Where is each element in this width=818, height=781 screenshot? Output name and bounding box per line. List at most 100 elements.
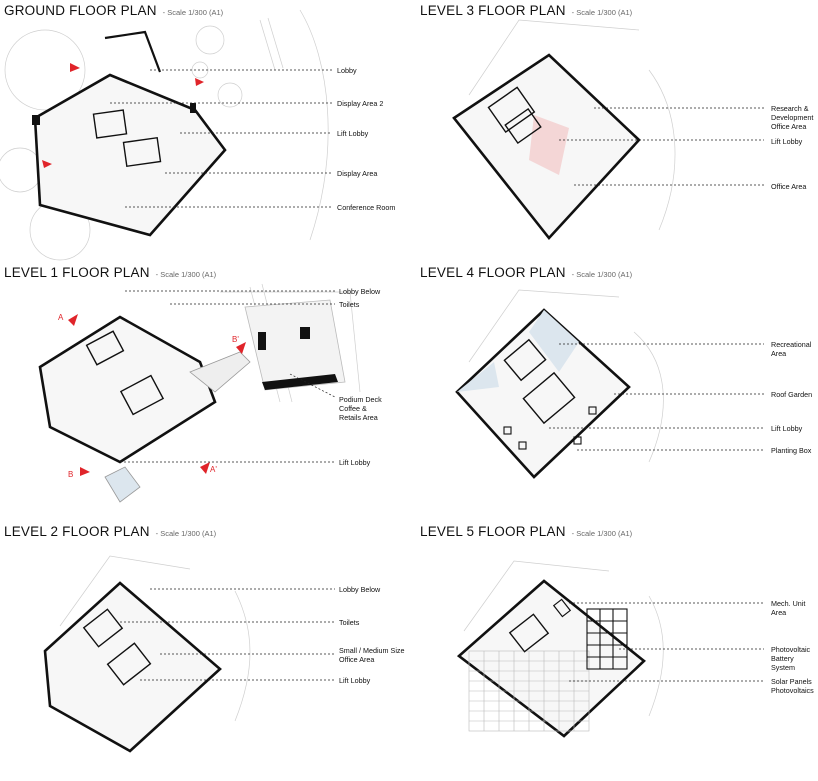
site-context	[59, 555, 251, 722]
floor-plan-drawing	[452, 19, 764, 241]
plan-name: LEVEL 2 FLOOR PLAN	[4, 524, 150, 539]
room-label: Toilets	[339, 300, 360, 309]
section-mark-b: B	[68, 470, 73, 479]
room-label: Planting Box	[771, 446, 812, 455]
plan-scale: - Scale 1/300 (A1)	[571, 8, 633, 17]
floor-plan-drawing	[43, 555, 335, 753]
exterior-wall	[455, 308, 631, 479]
room-label: Recreational Area	[771, 340, 812, 358]
mech-unit-wall	[508, 613, 550, 653]
planting-boxes	[503, 406, 597, 450]
room-label: Lobby Below	[339, 585, 381, 594]
plan-scale: - Scale 1/300 (A1)	[571, 270, 633, 279]
floor-plan-drawing	[456, 560, 764, 738]
room-label: Lift Lobby	[339, 458, 371, 467]
room-label: Roof Garden	[771, 390, 813, 399]
podium-walls	[258, 327, 338, 390]
panel-level-1: LEVEL 1 FLOOR PLAN - Scale 1/300 (A1) A B…	[0, 262, 409, 522]
stair-block	[104, 466, 141, 503]
entrance-wall	[104, 30, 162, 73]
room-label: Lift Lobby	[771, 137, 803, 146]
plan-title: LEVEL 2 FLOOR PLAN - Scale 1/300 (A1)	[4, 523, 216, 541]
floor-plan-drawing: A B' B A'	[38, 283, 361, 503]
plan-name: GROUND FLOOR PLAN	[4, 3, 157, 18]
plan-name: LEVEL 1 FLOOR PLAN	[4, 265, 150, 280]
section-mark-a: A	[58, 313, 64, 322]
battery-grid	[586, 608, 628, 670]
plan-title: GROUND FLOOR PLAN - Scale 1/300 (A1)	[4, 2, 223, 20]
room-label: Lobby Below	[339, 287, 381, 296]
panel-level-4: LEVEL 4 FLOOR PLAN - Scale 1/300 (A1) Rec…	[409, 262, 818, 522]
site-context	[468, 19, 676, 231]
panel-level-2: LEVEL 2 FLOOR PLAN - Scale 1/300 (A1) Lob…	[0, 521, 409, 781]
core-wall	[119, 374, 165, 416]
section-arrows	[68, 314, 246, 476]
room-label: Office Area	[771, 182, 807, 191]
building-footprint	[32, 30, 227, 237]
core-wall	[503, 338, 547, 382]
column	[32, 115, 40, 125]
room-label: Lift Lobby	[337, 129, 369, 138]
lift-lobby-fill	[529, 115, 569, 175]
mech-unit-box	[552, 598, 572, 618]
room-label: Conference Room	[337, 203, 396, 212]
plan-name: LEVEL 5 FLOOR PLAN	[420, 524, 566, 539]
recreational-fill	[457, 362, 499, 392]
floor-plan-drawing	[0, 9, 332, 261]
plan-name: LEVEL 4 FLOOR PLAN	[420, 265, 566, 280]
recreational-fill	[529, 310, 579, 372]
plan-name: LEVEL 3 FLOOR PLAN	[420, 3, 566, 18]
leader-lines	[110, 69, 332, 208]
bridge	[189, 351, 251, 393]
section-labels: A B' B A'	[58, 313, 239, 479]
section-mark-b-prime: B'	[232, 335, 239, 344]
floor-plan-drawing	[455, 289, 764, 479]
exterior-wall	[43, 581, 222, 753]
plan-scale: - Scale 1/300 (A1)	[162, 8, 224, 17]
leader-lines	[559, 107, 764, 186]
solar-panel-grid	[468, 650, 590, 732]
core-wall	[85, 330, 125, 366]
site-context	[468, 289, 664, 463]
room-label: Lift Lobby	[339, 676, 371, 685]
room-label: Small / Medium Size Office Area	[339, 646, 405, 664]
leader-lines	[549, 343, 764, 451]
podium-deck	[244, 299, 346, 391]
section-mark-a-prime: A'	[210, 465, 217, 474]
panel-level-5: LEVEL 5 FLOOR PLAN - Scale 1/300 (A1) Mec…	[409, 521, 818, 781]
room-label: Display Area 2	[337, 99, 384, 108]
plan-scale: - Scale 1/300 (A1)	[155, 529, 217, 538]
room-label: Photovoltaic Battery System	[771, 645, 811, 672]
entrance-arrows	[42, 63, 204, 168]
core-wall	[522, 371, 576, 425]
panel-level-3: LEVEL 3 FLOOR PLAN - Scale 1/300 (A1) Res…	[409, 0, 818, 260]
room-label: Display Area	[337, 169, 378, 178]
plan-title: LEVEL 1 FLOOR PLAN - Scale 1/300 (A1)	[4, 264, 216, 282]
leader-lines	[120, 290, 336, 463]
exterior-wall	[33, 73, 227, 237]
room-label: Lobby	[337, 66, 357, 75]
exterior-wall	[38, 315, 217, 464]
plan-scale: - Scale 1/300 (A1)	[155, 270, 217, 279]
plan-scale: - Scale 1/300 (A1)	[571, 529, 633, 538]
core-wall	[504, 107, 542, 145]
core-wall	[82, 608, 124, 648]
room-label: Toilets	[339, 618, 360, 627]
room-label: Lift Lobby	[771, 424, 803, 433]
panel-ground-floor: GROUND FLOOR PLAN - Scale 1/300 (A1) Lobb…	[0, 0, 409, 261]
plan-title: LEVEL 5 FLOOR PLAN - Scale 1/300 (A1)	[420, 523, 632, 541]
exterior-wall	[456, 579, 646, 738]
room-label: Research & Development Office Area	[771, 104, 814, 131]
room-label: Solar Panels Photovoltaics	[771, 677, 814, 695]
site-context	[463, 560, 664, 717]
room-label: Mech. Unit Area	[771, 599, 806, 617]
leader-lines	[120, 588, 335, 681]
plan-title: LEVEL 3 FLOOR PLAN - Scale 1/300 (A1)	[420, 2, 632, 20]
plan-title: LEVEL 4 FLOOR PLAN - Scale 1/300 (A1)	[420, 264, 632, 282]
core-wall	[122, 136, 162, 168]
room-label: Podium Deck Coffee & Retails Area	[339, 395, 382, 422]
core-wall	[92, 109, 128, 139]
core-wall	[106, 642, 152, 686]
column	[190, 103, 196, 113]
core-wall	[487, 86, 536, 134]
